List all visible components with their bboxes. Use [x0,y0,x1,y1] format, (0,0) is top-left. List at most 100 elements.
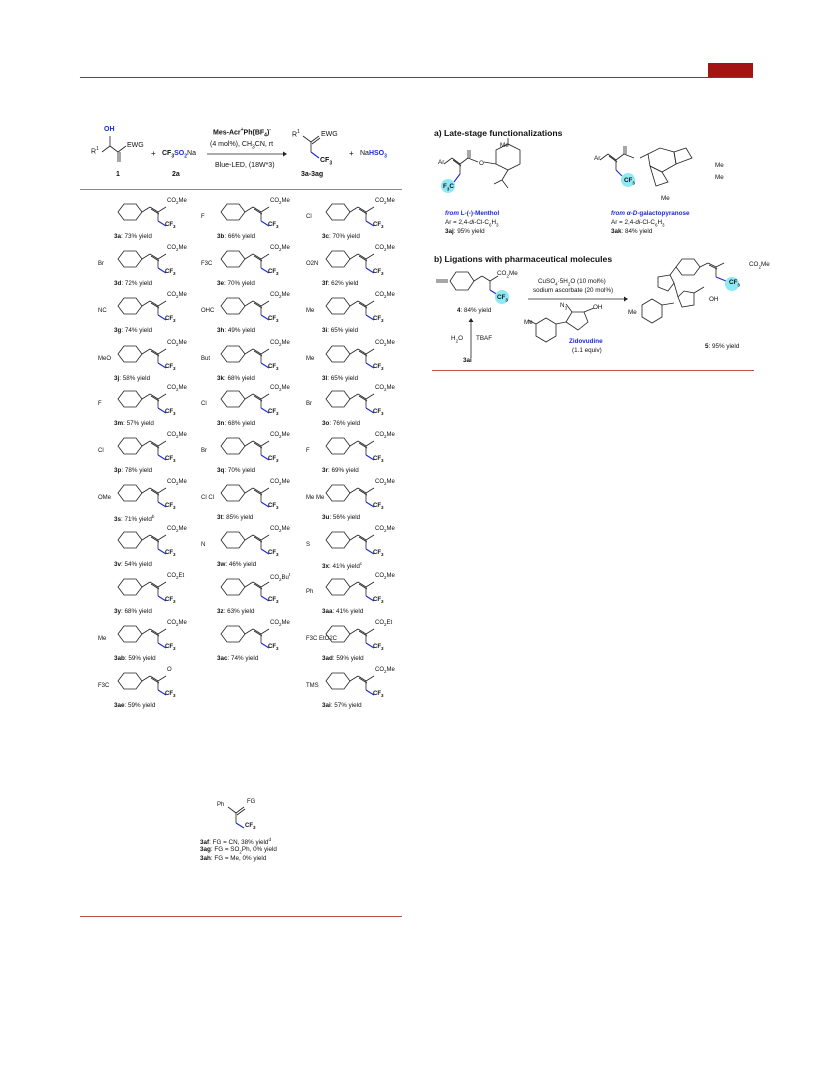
compound-3b-ester: CO2Me [270,198,290,206]
compound-3x-caption: 3x: 41% yieldc [322,561,363,571]
compound-3e-cf3: CF3 [268,269,279,277]
compound-3s-substituent: OMe [98,495,112,501]
menthol-derivative-structure [441,138,521,193]
header-rule [80,77,753,78]
tbaf-arrow [468,318,474,358]
right-footer-rule [432,370,754,371]
scheme-plus-2: + [349,149,354,158]
compound-3ae-ester: O [167,667,172,673]
compound-3q-ester: CO2Me [270,432,290,440]
compound-3ae-substituent: F3C [98,683,110,689]
compound-3af-ph: Ph [217,802,225,808]
compound-3w-caption: 3w: 46% yield [217,561,257,568]
menthol-me: Me [500,142,509,149]
galacto-me-2: Me [715,174,724,181]
compound-3g-ester: CO2Me [167,292,187,300]
compound-3c-cf3: CF3 [373,222,384,230]
product5-cf3: CF3 [729,279,740,288]
compound-3ae-cf3: CF3 [165,691,176,699]
compound-3n-caption: 3n: 68% yield [217,420,256,427]
compound-3i-structure [325,297,375,321]
compound-3t-substituent: Cl Cl [201,495,214,501]
compound-3m-cf3: CF3 [165,409,176,417]
compound-3g-cf3: CF3 [165,316,176,324]
compound-3z-caption: 3z: 63% yield [217,608,255,615]
compound-3z-ester: CO2But [270,572,291,583]
compound-3ad-cf3: CF3 [373,644,384,652]
compound-3b-caption: 3b: 66% yield [217,233,256,240]
compound-3o-cf3: CF3 [373,409,384,417]
compound-3af-caption: 3af: FG = CN, 38% yieldd [200,837,271,847]
zidovudine-n3: N3 [560,302,568,311]
compound-3t-caption: 3t: 85% yield [217,514,254,521]
compound-3g-substituent: NC [98,308,107,314]
compound-3n-ester: CO2Me [270,385,290,393]
product5-me: Me [628,309,637,316]
compound-3c-structure [325,203,375,227]
compound-3ai-substituent: TMS [306,683,319,689]
compound-3l-cf3: CF3 [373,364,384,372]
compound-3k-ester: CO2Me [270,340,290,348]
ascorbate-label: sodium ascorbate (20 mol%) [533,287,614,294]
compound-3o-caption: 3o: 76% yield [322,420,361,427]
compound-3n-cf3: CF3 [268,409,279,417]
compound-3q-structure [220,437,270,461]
compound-3q-caption: 3q: 70% yield [217,467,256,474]
compound-3ak-caption: 3ak: 84% yield [611,228,653,235]
zidovudine-name: Zidovudine [569,338,603,345]
zidovudine-oh: OH [593,304,603,311]
scheme-product-ewg: EWG [321,131,338,138]
compound-3d-caption: 3d: 72% yield [114,280,153,287]
compound-3k-structure [220,345,270,369]
section-late-stage-title: a) Late-stage functionalizations [434,128,563,138]
galacto-me-3: Me [661,195,670,202]
compound-3e-ester: CO2Me [270,245,290,253]
compound-3i-ester: CO2Me [375,292,395,300]
compound-3ab-ester: CO2Me [167,620,187,628]
compound-3r-cf3: CF3 [373,456,384,464]
compound-3b-substituent: F [201,214,205,220]
compound-3f-structure [325,250,375,274]
compound-3f-ester: CO2Me [375,245,395,253]
compound-3r-substituent: F [306,448,310,454]
compound-3m-caption: 3m: 57% yield [114,420,154,427]
compound-3t-structure [220,484,270,508]
compound-3v-cf3: CF3 [165,550,176,558]
menthol-o: O [479,160,484,167]
compound-3o-ester: CO2Me [375,385,395,393]
compound-3r-caption: 3r: 69% yield [322,467,359,474]
compound-3h-ester: CO2Me [270,292,290,300]
tbaf-label: TBAF [476,335,493,342]
compound-3h-cf3: CF3 [268,316,279,324]
compound-3l-structure [325,345,375,369]
compound-3ae: O CF3 F3C 3ae: 59% yield [98,667,202,711]
compound-3ae-caption: 3ae: 59% yield [114,702,156,709]
compound-3i-caption: 3i: 65% yield [322,327,359,334]
galacto-ar-def: Ar = 2,4-di-Cl-C6H3 [611,219,665,228]
compound-3h-caption: 3h: 49% yield [217,327,256,334]
scheme-product-r1: R1 [292,129,300,139]
compound-3g-caption: 3g: 74% yield [114,327,153,334]
scheme-arrow [207,151,287,157]
compound-3f-substituent: O2N [306,261,319,267]
compound-3y-structure [117,578,167,602]
section-ligation-title: b) Ligations with pharmaceutical molecul… [434,254,613,264]
galacto-me-1: Me [715,162,724,169]
compound-3ac-structure [220,625,270,649]
compound-3c-caption: 3c: 70% yield [322,233,360,240]
scheme-catalyst: Mes-Acr+Ph(BF4)- [213,127,271,139]
menthol-ar: Ar [438,159,445,166]
compound-3c-ester: CO2Me [375,198,395,206]
